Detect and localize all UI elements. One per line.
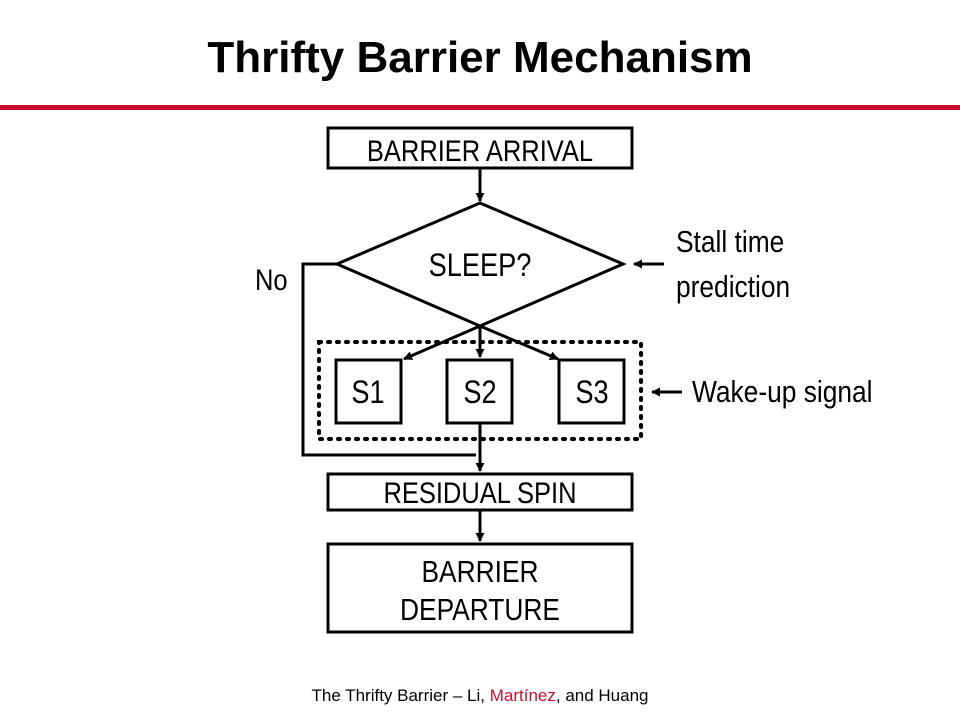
no-branch-line bbox=[301, 262, 476, 457]
slide-title: Thrifty Barrier Mechanism bbox=[207, 33, 753, 82]
footer-suffix: , and Huang bbox=[555, 686, 649, 705]
barrier-arrival-label: BARRIER ARRIVAL bbox=[367, 134, 593, 167]
title-divider bbox=[0, 105, 960, 110]
footer-prefix: The Thrifty Barrier – Li, bbox=[311, 686, 490, 705]
slide-footer: The Thrifty Barrier – Li, Martínez, and … bbox=[0, 686, 960, 706]
state-s2-label: S2 bbox=[463, 375, 496, 411]
state-s3-box bbox=[557, 358, 626, 425]
stall-time-label-line1: Stall time bbox=[676, 225, 784, 259]
barrier-departure-box bbox=[326, 542, 634, 634]
residual-spin-label: RESIDUAL SPIN bbox=[383, 476, 576, 509]
wakeup-signal-label: Wake-up signal bbox=[692, 375, 873, 409]
barrier-departure-label-line2: DEPARTURE bbox=[400, 593, 560, 627]
state-s1-label: S1 bbox=[351, 375, 384, 411]
state-s1-box bbox=[334, 358, 403, 425]
state-s3-label: S3 bbox=[575, 375, 608, 411]
footer-highlight: Martínez bbox=[489, 686, 556, 705]
arrow-sleep-to-s1 bbox=[403, 324, 481, 361]
no-label: No bbox=[255, 263, 288, 296]
barrier-arrival-box bbox=[326, 126, 634, 170]
sleep-decision-label: SLEEP? bbox=[429, 248, 532, 284]
stall-time-label-line2: prediction bbox=[676, 270, 790, 304]
barrier-departure-label-line1: BARRIER bbox=[421, 555, 538, 589]
